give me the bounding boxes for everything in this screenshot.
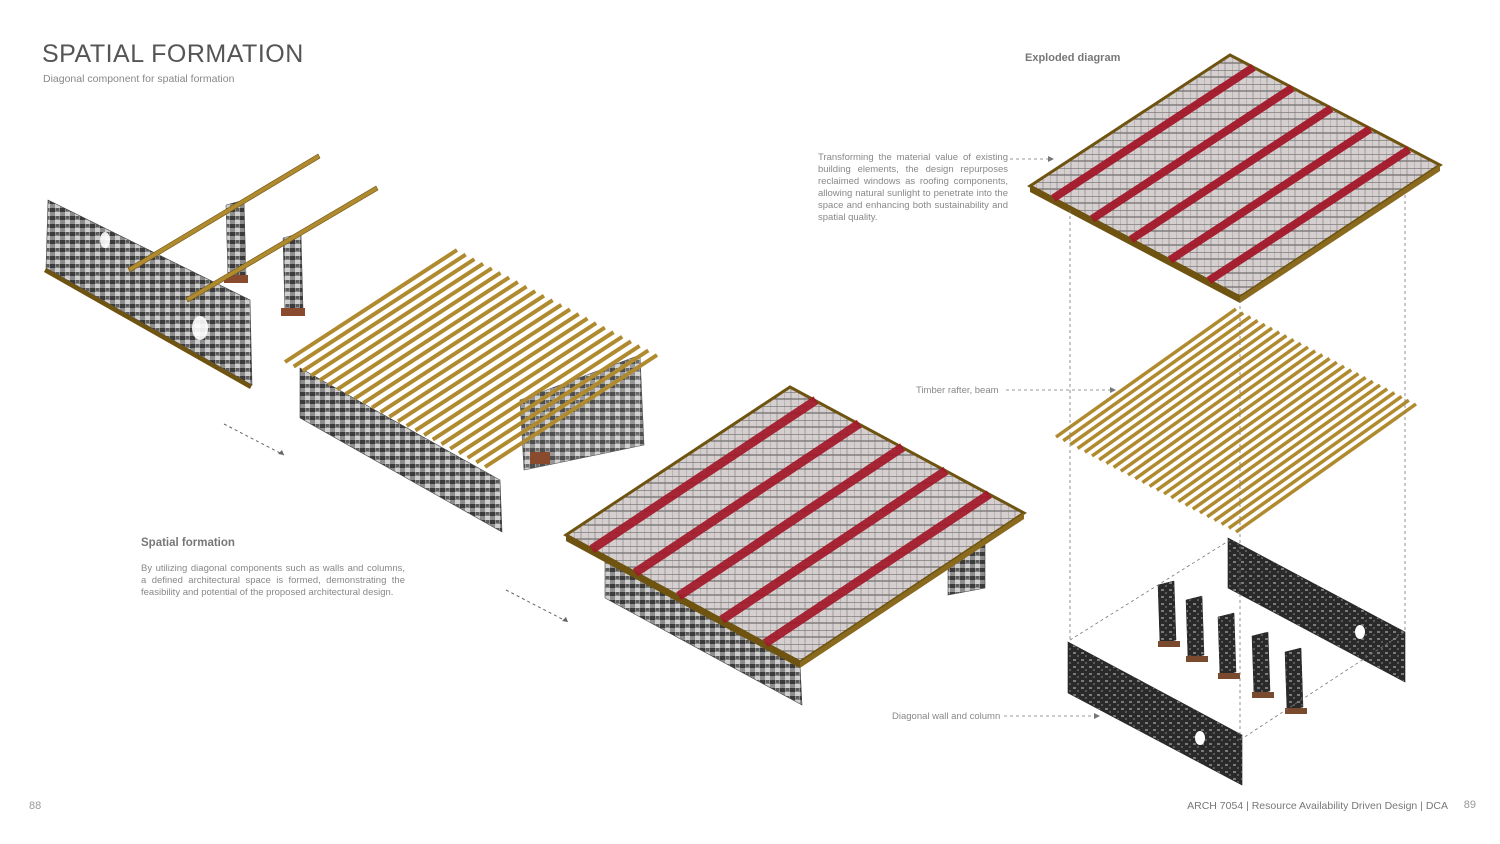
- rafter: [1126, 345, 1310, 477]
- rafter: [318, 266, 493, 382]
- rafter: [1062, 311, 1245, 443]
- exploded-diagram-title: Exploded diagram: [1025, 52, 1121, 64]
- rafter: [1177, 372, 1360, 504]
- rafter: [1105, 334, 1288, 466]
- red-beam: [1167, 125, 1373, 264]
- column-base: [1218, 673, 1240, 679]
- spatial-formation-heading: Spatial formation: [141, 537, 235, 549]
- column: [1157, 580, 1177, 645]
- course-footer: ARCH 7054 | Resource Availability Driven…: [1187, 800, 1448, 812]
- rafter: [483, 353, 659, 469]
- rafter: [327, 271, 502, 387]
- rafter: [396, 307, 572, 424]
- red-beam: [1090, 84, 1295, 223]
- rafter: [1112, 337, 1295, 469]
- red-beam: [1206, 146, 1412, 284]
- rafter: [1054, 307, 1238, 439]
- red-beam: [1128, 105, 1334, 243]
- rafter: [1119, 341, 1302, 473]
- rafter: [336, 275, 511, 392]
- stage1-wall-and-column: [44, 153, 379, 389]
- column-base: [1158, 641, 1180, 647]
- red-beam: [1051, 63, 1256, 202]
- rafter: [1198, 383, 1382, 515]
- rafter: [431, 325, 606, 442]
- spatial-formation-body: By utilizing diagonal components such as…: [141, 563, 405, 598]
- column: [1251, 631, 1271, 696]
- rafter: [1170, 368, 1353, 500]
- rafter: [1076, 318, 1259, 450]
- wall-label: Diagonal wall and column: [892, 711, 1001, 722]
- rafter: [344, 280, 519, 396]
- rafter: [1098, 330, 1281, 462]
- column-base: [1285, 708, 1307, 714]
- column: [1284, 647, 1304, 712]
- page-title: SPATIAL FORMATION: [42, 40, 304, 68]
- rafter: [1162, 364, 1346, 496]
- page-number-right: 89: [1463, 799, 1476, 811]
- rafter: [370, 293, 546, 410]
- rafter: [301, 257, 476, 373]
- red-beam: [719, 466, 949, 624]
- rafter: [379, 298, 554, 414]
- rafter: [292, 252, 467, 369]
- rafter: [475, 348, 650, 465]
- rafter: [1220, 394, 1403, 526]
- stage2-rafters: [283, 248, 659, 533]
- rafter: [353, 284, 528, 401]
- red-beam: [632, 419, 862, 577]
- rafter: [440, 330, 615, 446]
- rafter: [414, 316, 589, 433]
- rafter: [405, 312, 580, 428]
- rafter: [283, 248, 459, 364]
- exploded-guides: [1004, 158, 1406, 741]
- red-beam: [589, 396, 819, 553]
- rafter: [1191, 379, 1374, 511]
- page-number-left: 88: [29, 800, 42, 812]
- rafter: [1234, 402, 1418, 534]
- roof-note: Transforming the material value of exist…: [818, 152, 1008, 223]
- rafter: [1083, 322, 1266, 454]
- rafter: [457, 339, 633, 455]
- rafter: [1141, 353, 1324, 485]
- rafter: [1155, 360, 1338, 492]
- arrow-2: [505, 589, 569, 623]
- rafter: [423, 321, 598, 437]
- rafter: [1090, 326, 1274, 458]
- red-beam: [762, 490, 992, 647]
- exploded-walls: [1067, 537, 1406, 786]
- red-beam: [676, 443, 906, 600]
- rafter: [449, 335, 624, 451]
- rafter: [1206, 387, 1389, 519]
- rafter: [466, 344, 641, 460]
- rafter: [1227, 398, 1410, 530]
- rafter: [1134, 349, 1317, 481]
- rafter-label: Timber rafter, beam: [916, 385, 999, 396]
- stage3-assembled-roof: [563, 385, 1027, 706]
- rafter: [362, 289, 537, 405]
- rafter: [1069, 315, 1252, 447]
- exploded-roof: [1027, 53, 1443, 303]
- page-subtitle: Diagonal component for spatial formation: [43, 73, 235, 85]
- column: [1217, 612, 1237, 677]
- column: [1185, 595, 1205, 660]
- rafter: [1213, 391, 1396, 523]
- arrow-1: [223, 423, 285, 456]
- rafter: [388, 303, 563, 419]
- rafter: [1184, 375, 1367, 507]
- rafter: [309, 262, 485, 378]
- exploded-rafters: [1054, 307, 1418, 534]
- column-base: [1186, 656, 1208, 662]
- column-base: [1252, 692, 1274, 698]
